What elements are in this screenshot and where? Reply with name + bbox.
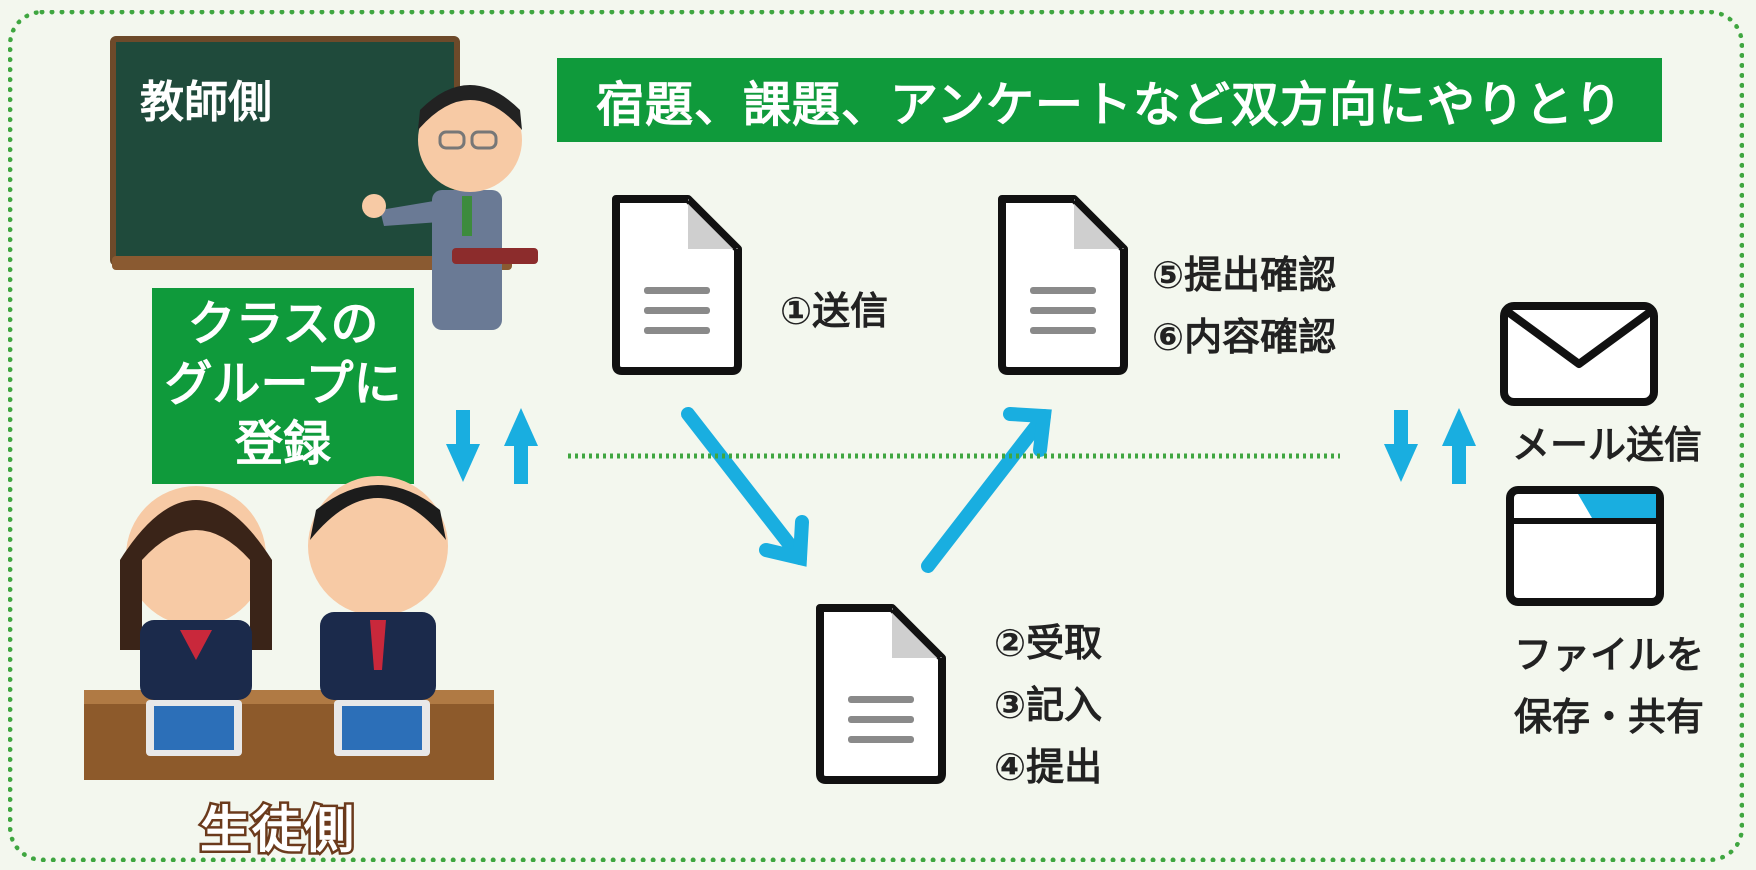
- step-submit: ④提出: [994, 745, 1103, 789]
- step-receive: ②受取: [994, 621, 1103, 665]
- file-share-line: 保存・共有: [1514, 695, 1705, 739]
- step-fill: ③記入: [994, 683, 1103, 727]
- flow-arrows: [681, 407, 1052, 573]
- chalkboard-ledge: [112, 256, 512, 270]
- student-steps: ②受取 ③記入 ④提出: [994, 612, 1102, 798]
- teacher-illustration: [362, 85, 538, 330]
- mail-send-label: メール送信: [1512, 423, 1703, 467]
- updown-arrows-left: [446, 408, 538, 484]
- file-share-line: ファイルを: [1514, 633, 1705, 677]
- group-register-box: クラスの グループに 登録: [152, 288, 414, 484]
- browser-window-icon: [1506, 486, 1664, 606]
- document-icon: [820, 608, 942, 780]
- arrow-down-right: [681, 407, 807, 565]
- arrow-up-right: [921, 409, 1051, 573]
- step-confirm-submit: ⑤提出確認: [1152, 253, 1337, 297]
- student-side-label: 生徒側: [198, 799, 357, 862]
- group-register-line: 登録: [234, 416, 331, 472]
- students-illustration: [84, 476, 494, 780]
- updown-arrows-right: [1384, 408, 1476, 484]
- step-send-label: ①送信: [780, 289, 889, 333]
- group-register-line: グループに: [164, 356, 402, 412]
- step-confirm-content: ⑥内容確認: [1152, 315, 1337, 359]
- banner-title: 宿題、課題、アンケートなど双方向にやりとり: [557, 58, 1662, 142]
- teacher-side-label: 教師側: [140, 77, 272, 128]
- document-icon: [616, 199, 738, 371]
- group-register-line: クラスの: [187, 296, 379, 352]
- file-share-label: ファイルを 保存・共有: [1514, 624, 1704, 748]
- arrow-up-right-head: [1003, 407, 1052, 457]
- dotted-frame: [8, 10, 1744, 862]
- document-icon: [1002, 199, 1124, 371]
- confirm-steps: ⑤提出確認 ⑥内容確認: [1152, 244, 1336, 368]
- arrow-down-right-head: [759, 515, 809, 567]
- envelope-icon: [1500, 302, 1658, 406]
